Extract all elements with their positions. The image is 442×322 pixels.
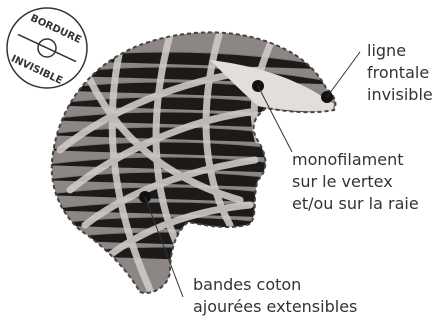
label-front-line-2: frontale xyxy=(367,62,433,84)
label-monofilament-3: et/ou sur la raie xyxy=(292,193,419,215)
label-monofilament: monofilament sur le vertex et/ou sur la … xyxy=(292,149,419,215)
label-cotton-bands-1: bandes coton xyxy=(193,274,357,296)
label-front-line: ligne frontale invisible xyxy=(367,40,433,106)
label-front-line-1: ligne xyxy=(367,40,433,62)
front-leader-line xyxy=(327,52,360,97)
bordure-invisible-badge: BORDURE INVISIBLE xyxy=(7,8,87,88)
label-cotton-bands: bandes coton ajourées extensibles xyxy=(193,274,357,318)
label-front-line-3: invisible xyxy=(367,84,433,106)
pointer-front xyxy=(321,52,360,103)
label-monofilament-1: monofilament xyxy=(292,149,419,171)
label-cotton-bands-2: ajourées extensibles xyxy=(193,296,357,318)
label-monofilament-2: sur le vertex xyxy=(292,171,419,193)
badge-text-top: BORDURE xyxy=(29,13,83,46)
badge-text-bottom: INVISIBLE xyxy=(9,54,64,87)
